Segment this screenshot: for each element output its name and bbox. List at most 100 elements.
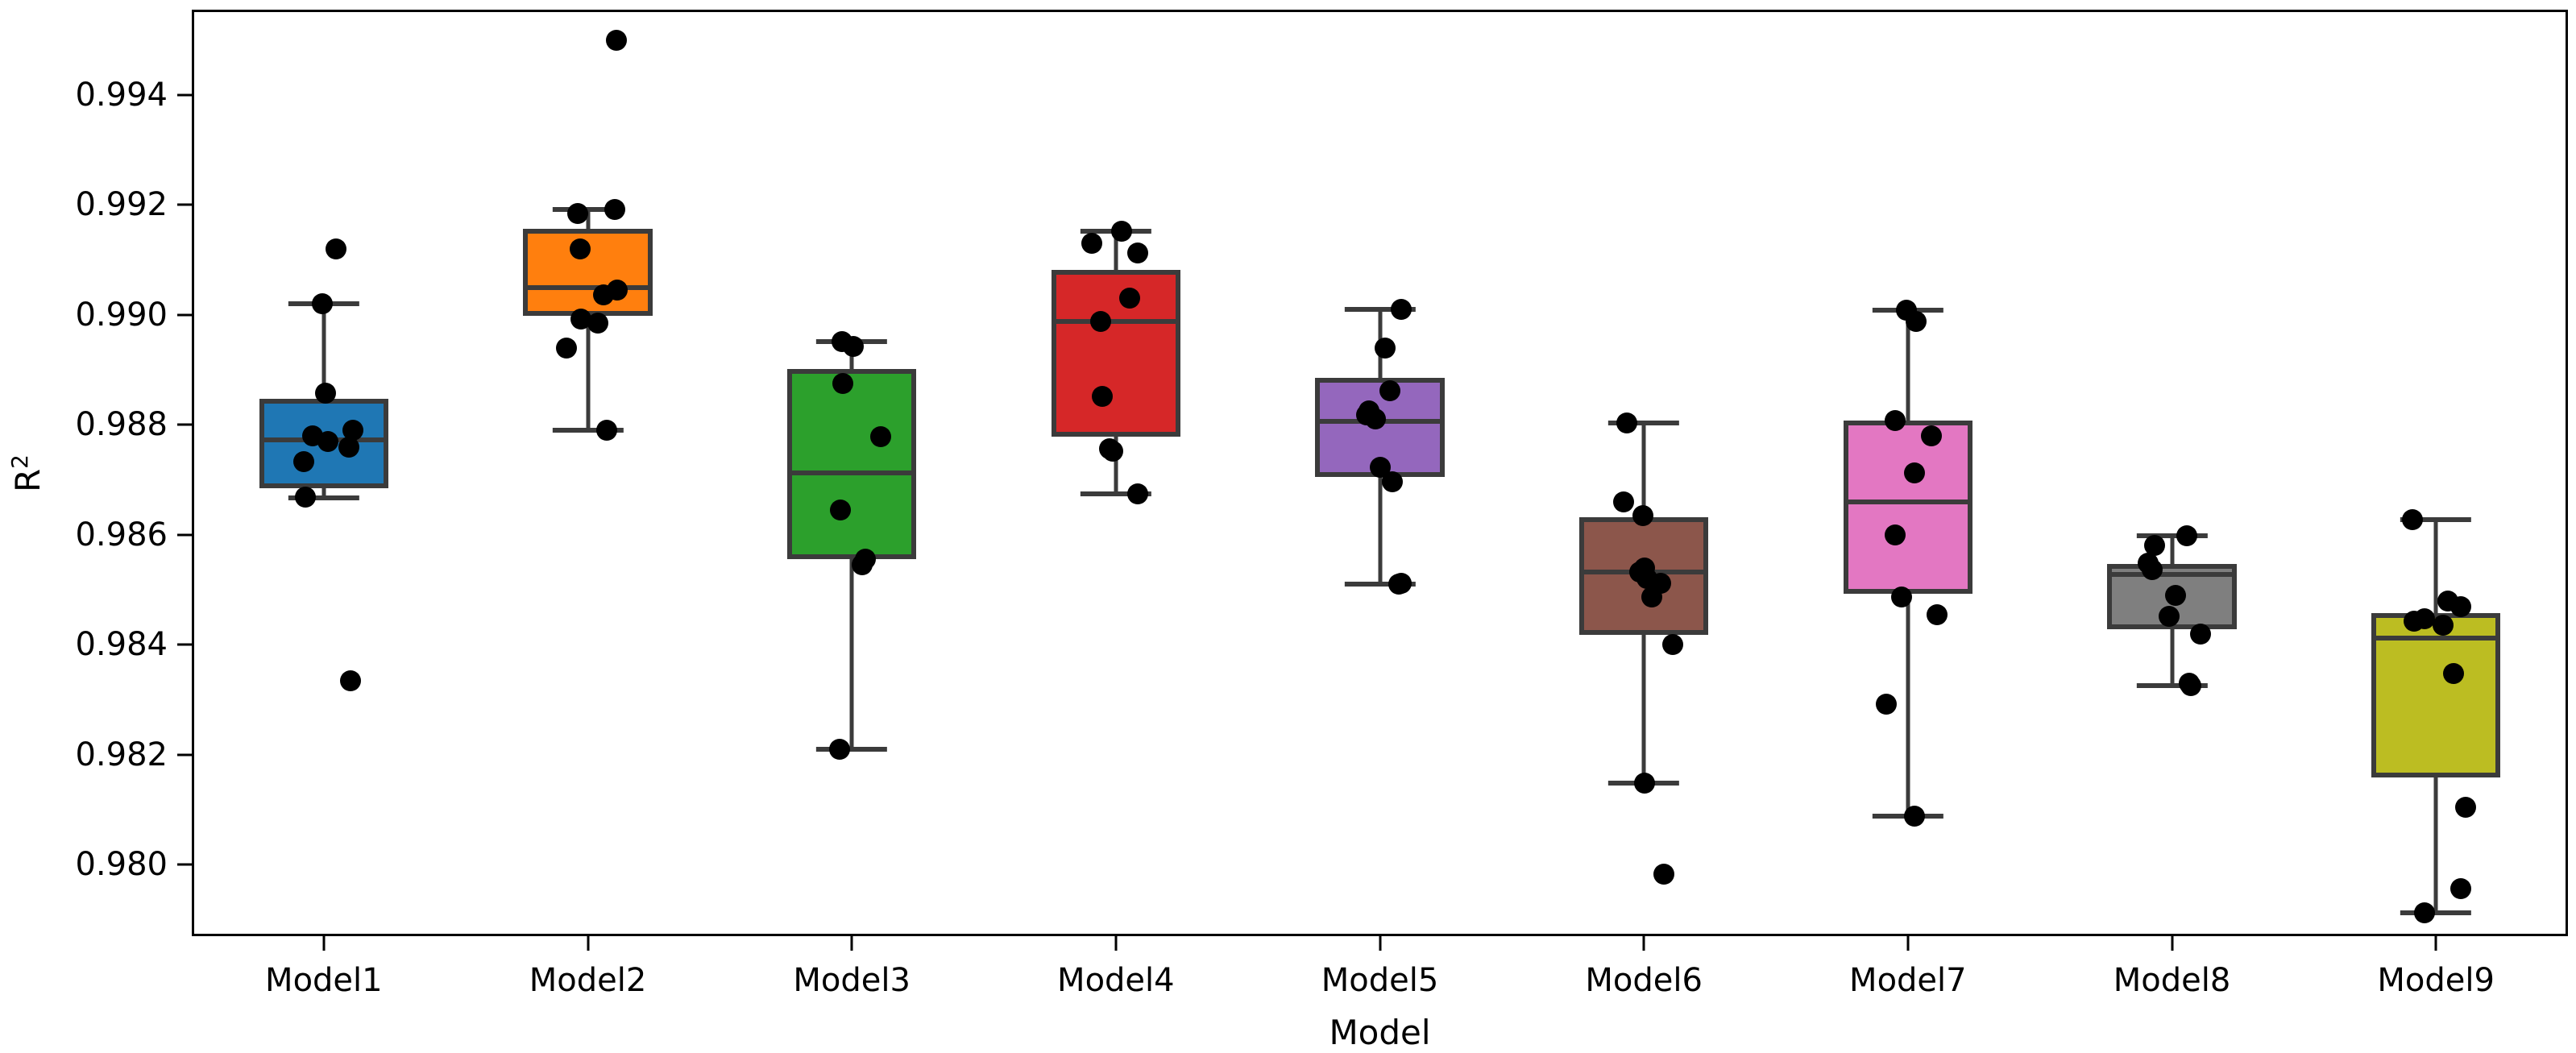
whisker-lower: [2170, 629, 2174, 686]
data-point: [1126, 242, 1148, 263]
whisker-upper: [2170, 536, 2174, 564]
data-point: [1632, 504, 1653, 526]
data-point: [2404, 610, 2425, 632]
x-tick-label: Model9: [2377, 962, 2495, 999]
data-point: [2449, 877, 2471, 899]
cap-lower: [1344, 582, 1416, 587]
data-point: [2432, 615, 2454, 636]
y-tick-label: 0.986: [75, 516, 168, 553]
data-point: [326, 238, 347, 259]
y-tick-mark: [177, 643, 192, 646]
whisker-lower: [2433, 777, 2438, 913]
x-tick-mark: [2171, 936, 2173, 951]
median-line: [2371, 636, 2501, 641]
y-tick-label: 0.992: [75, 186, 168, 224]
cap-lower: [552, 428, 624, 433]
data-point: [338, 436, 360, 458]
data-point: [829, 500, 851, 521]
x-tick-label: Model4: [1057, 962, 1175, 999]
data-point: [1906, 310, 1927, 332]
data-point: [1903, 462, 1925, 484]
cap-upper: [1344, 306, 1416, 312]
data-point: [2158, 605, 2180, 627]
data-point: [1126, 483, 1148, 504]
cap-lower: [2136, 683, 2208, 689]
y-tick-mark: [177, 203, 192, 206]
data-point: [851, 554, 873, 576]
data-point: [2449, 595, 2471, 617]
x-tick-label: Model8: [2113, 962, 2231, 999]
x-tick-mark: [587, 936, 589, 951]
x-tick-mark: [1906, 936, 1910, 951]
whisker-lower: [1906, 594, 1910, 817]
y-tick-mark: [177, 863, 192, 866]
data-point: [587, 313, 608, 334]
data-point: [1633, 773, 1655, 794]
whisker-upper: [1114, 231, 1118, 270]
data-point: [2442, 663, 2464, 685]
whisker-lower: [586, 316, 590, 431]
cap-lower: [816, 746, 888, 752]
data-point: [317, 430, 339, 452]
data-point: [593, 284, 615, 305]
whisker-lower: [849, 559, 854, 749]
data-point: [1379, 379, 1401, 401]
median-line: [523, 284, 653, 290]
data-point: [2144, 535, 2166, 557]
y-tick-label: 0.994: [75, 76, 168, 114]
data-point: [567, 202, 589, 224]
data-point: [1110, 221, 1132, 243]
x-tick-label: Model1: [265, 962, 383, 999]
data-point: [1890, 586, 1912, 607]
x-tick-mark: [2434, 936, 2437, 951]
y-axis-label-base: R: [8, 468, 48, 493]
whisker-upper: [1906, 310, 1910, 421]
data-point: [2414, 902, 2436, 923]
median-line: [1051, 318, 1181, 324]
cap-lower: [2400, 910, 2472, 915]
data-point: [2164, 584, 2186, 606]
cap-lower: [1080, 491, 1151, 496]
y-tick-label: 0.980: [75, 846, 168, 884]
data-point: [2401, 508, 2423, 530]
data-point: [556, 337, 578, 359]
x-tick-label: Model3: [793, 962, 911, 999]
x-tick-mark: [1642, 936, 1645, 951]
data-point: [595, 420, 617, 442]
data-point: [1653, 863, 1675, 885]
cap-upper: [2400, 516, 2472, 522]
data-point: [569, 238, 591, 259]
data-point: [294, 487, 316, 508]
data-point: [2176, 525, 2197, 547]
median-line: [786, 471, 917, 476]
median-line: [2107, 571, 2237, 577]
whisker-upper: [321, 304, 326, 400]
x-tick-label: Model7: [1849, 962, 1967, 999]
y-tick-mark: [177, 753, 192, 757]
whisker-lower: [1114, 437, 1118, 494]
box-model7: [1843, 420, 1973, 595]
box-model3: [786, 368, 917, 560]
whisker-upper: [2433, 519, 2438, 613]
data-point: [1875, 693, 1897, 715]
data-point: [1081, 233, 1103, 255]
data-point: [843, 336, 865, 358]
cap-upper: [1608, 421, 1680, 426]
y-axis-label: R2: [6, 454, 48, 492]
data-point: [311, 293, 333, 315]
median-line: [1843, 499, 1973, 504]
x-axis-label: Model: [1329, 1013, 1431, 1052]
y-tick-label: 0.990: [75, 296, 168, 334]
data-point: [1365, 408, 1387, 430]
y-tick-mark: [177, 423, 192, 426]
y-tick-mark: [177, 533, 192, 537]
data-point: [1927, 603, 1948, 625]
data-point: [1885, 524, 1906, 545]
box-model4: [1051, 269, 1181, 437]
data-point: [1090, 310, 1112, 332]
y-tick-mark: [177, 313, 192, 317]
x-tick-label: Model5: [1321, 962, 1439, 999]
y-axis-label-exponent: 2: [6, 454, 34, 469]
data-point: [1388, 574, 1410, 595]
